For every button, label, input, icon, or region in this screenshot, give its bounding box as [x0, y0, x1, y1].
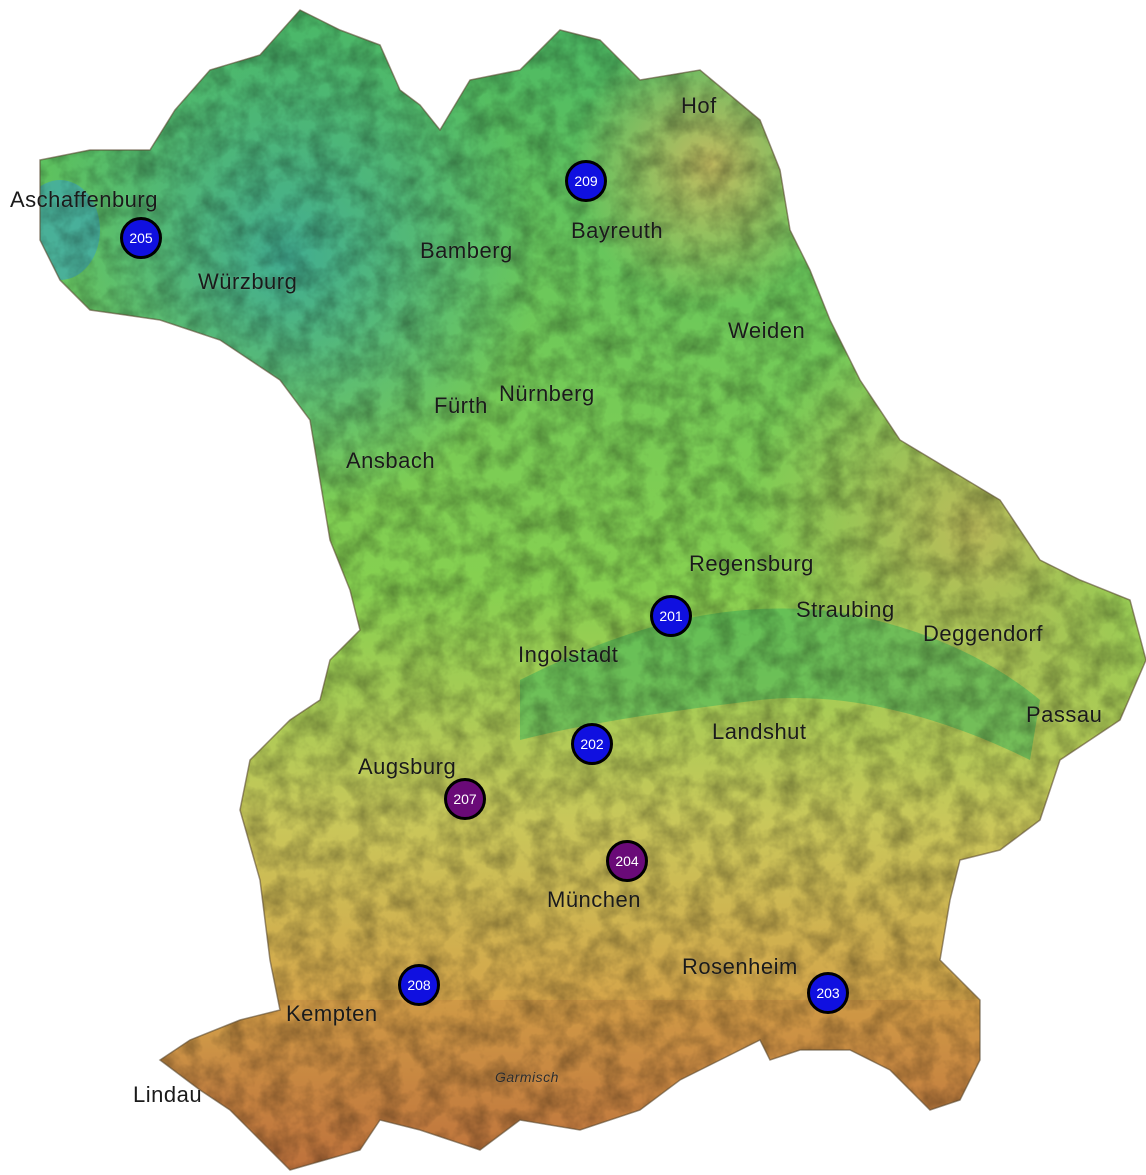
station-marker-205[interactable]: 205: [120, 217, 162, 259]
station-marker-204[interactable]: 204: [606, 840, 648, 882]
city-label-wuerzburg: Würzburg: [198, 269, 298, 294]
station-marker-209[interactable]: 209: [565, 160, 607, 202]
station-marker-202[interactable]: 202: [571, 723, 613, 765]
city-label-straubing: Straubing: [796, 597, 895, 622]
station-marker-203[interactable]: 203: [807, 972, 849, 1014]
station-marker-207[interactable]: 207: [444, 778, 486, 820]
city-label-landshut: Landshut: [712, 719, 807, 744]
city-label-augsburg: Augsburg: [358, 754, 457, 779]
station-marker-208[interactable]: 208: [398, 964, 440, 1006]
city-label-nuernberg: Nürnberg: [499, 381, 595, 406]
city-label-hof: Hof: [681, 93, 717, 118]
city-label-fuerth: Fürth: [434, 393, 488, 418]
city-label-passau: Passau: [1026, 702, 1103, 727]
city-label-deggendorf: Deggendorf: [923, 621, 1043, 646]
city-label-kempten: Kempten: [286, 1001, 378, 1026]
city-label-bayreuth: Bayreuth: [571, 218, 664, 243]
city-label-garmisch: Garmisch: [495, 1069, 559, 1085]
city-label-lindau: Lindau: [133, 1082, 203, 1107]
city-label-rosenheim: Rosenheim: [682, 954, 798, 979]
city-label-ingolstadt: Ingolstadt: [518, 642, 619, 667]
city-label-ansbach: Ansbach: [346, 448, 436, 473]
city-label-bamberg: Bamberg: [420, 238, 513, 263]
city-label-muenchen: München: [547, 887, 642, 912]
station-marker-201[interactable]: 201: [650, 595, 692, 637]
city-label-aschaffenburg: Aschaffenburg: [10, 187, 158, 212]
city-label-regensburg: Regensburg: [689, 551, 814, 576]
city-label-weiden: Weiden: [728, 318, 806, 343]
